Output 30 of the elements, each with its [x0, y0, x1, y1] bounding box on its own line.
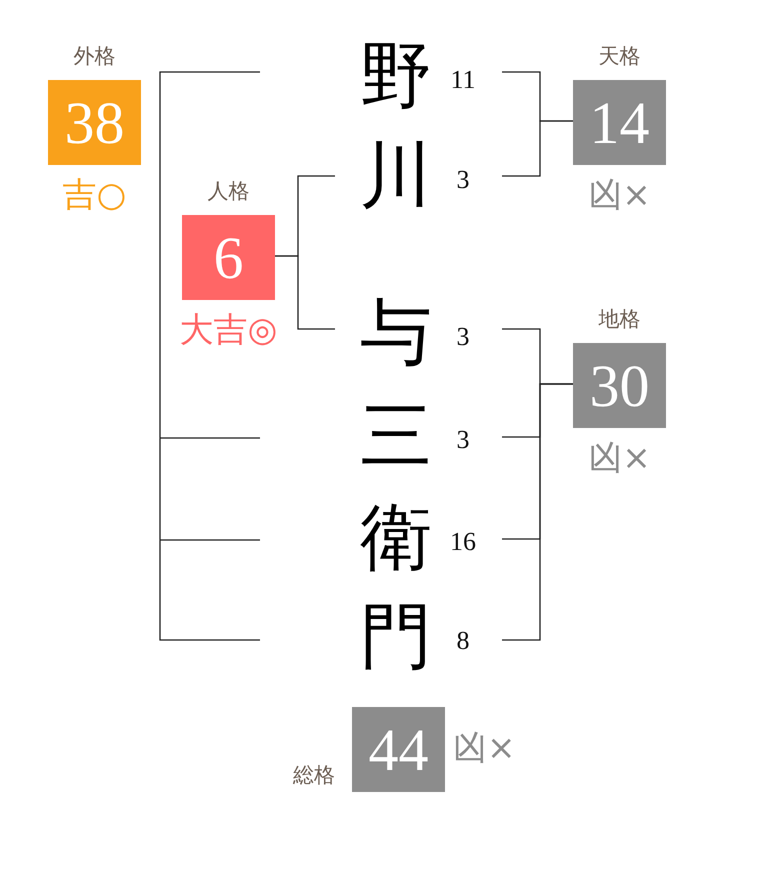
connector-line: [275, 255, 335, 330]
grade-heading: 総格: [293, 765, 335, 786]
score-box: 38: [48, 80, 141, 165]
fortune-verdict: 凶×: [588, 441, 651, 475]
score-box: 44: [352, 707, 445, 792]
stroke-count: 3: [456, 167, 470, 193]
score-box: 30: [573, 343, 666, 428]
fortune-verdict: 凶×: [453, 730, 516, 764]
fortune-verdict: 吉○: [62, 178, 126, 212]
name-character: 川: [360, 139, 432, 211]
fortune-verdict: 大吉◎: [180, 313, 278, 347]
stroke-count: 3: [456, 324, 470, 350]
stroke-count: 16: [450, 529, 476, 555]
stroke-count: 11: [450, 67, 476, 93]
grade-heading: 地格: [598, 309, 640, 330]
grade-heading: 外格: [74, 46, 116, 67]
grade-heading: 人格: [208, 181, 250, 202]
score-box: 14: [573, 80, 666, 165]
stroke-count: 3: [456, 427, 470, 453]
connector-line: [502, 383, 573, 641]
name-character: 与: [360, 296, 432, 368]
name-character: 三: [360, 399, 432, 471]
fortune-verdict: 凶×: [588, 178, 651, 212]
stroke-count: 8: [456, 628, 470, 654]
score-box: 6: [182, 215, 275, 300]
name-character: 野: [360, 39, 432, 111]
connector-line: [502, 120, 573, 177]
name-character: 門: [360, 600, 432, 672]
name-character: 衛: [360, 501, 432, 573]
grade-heading: 天格: [598, 46, 640, 67]
